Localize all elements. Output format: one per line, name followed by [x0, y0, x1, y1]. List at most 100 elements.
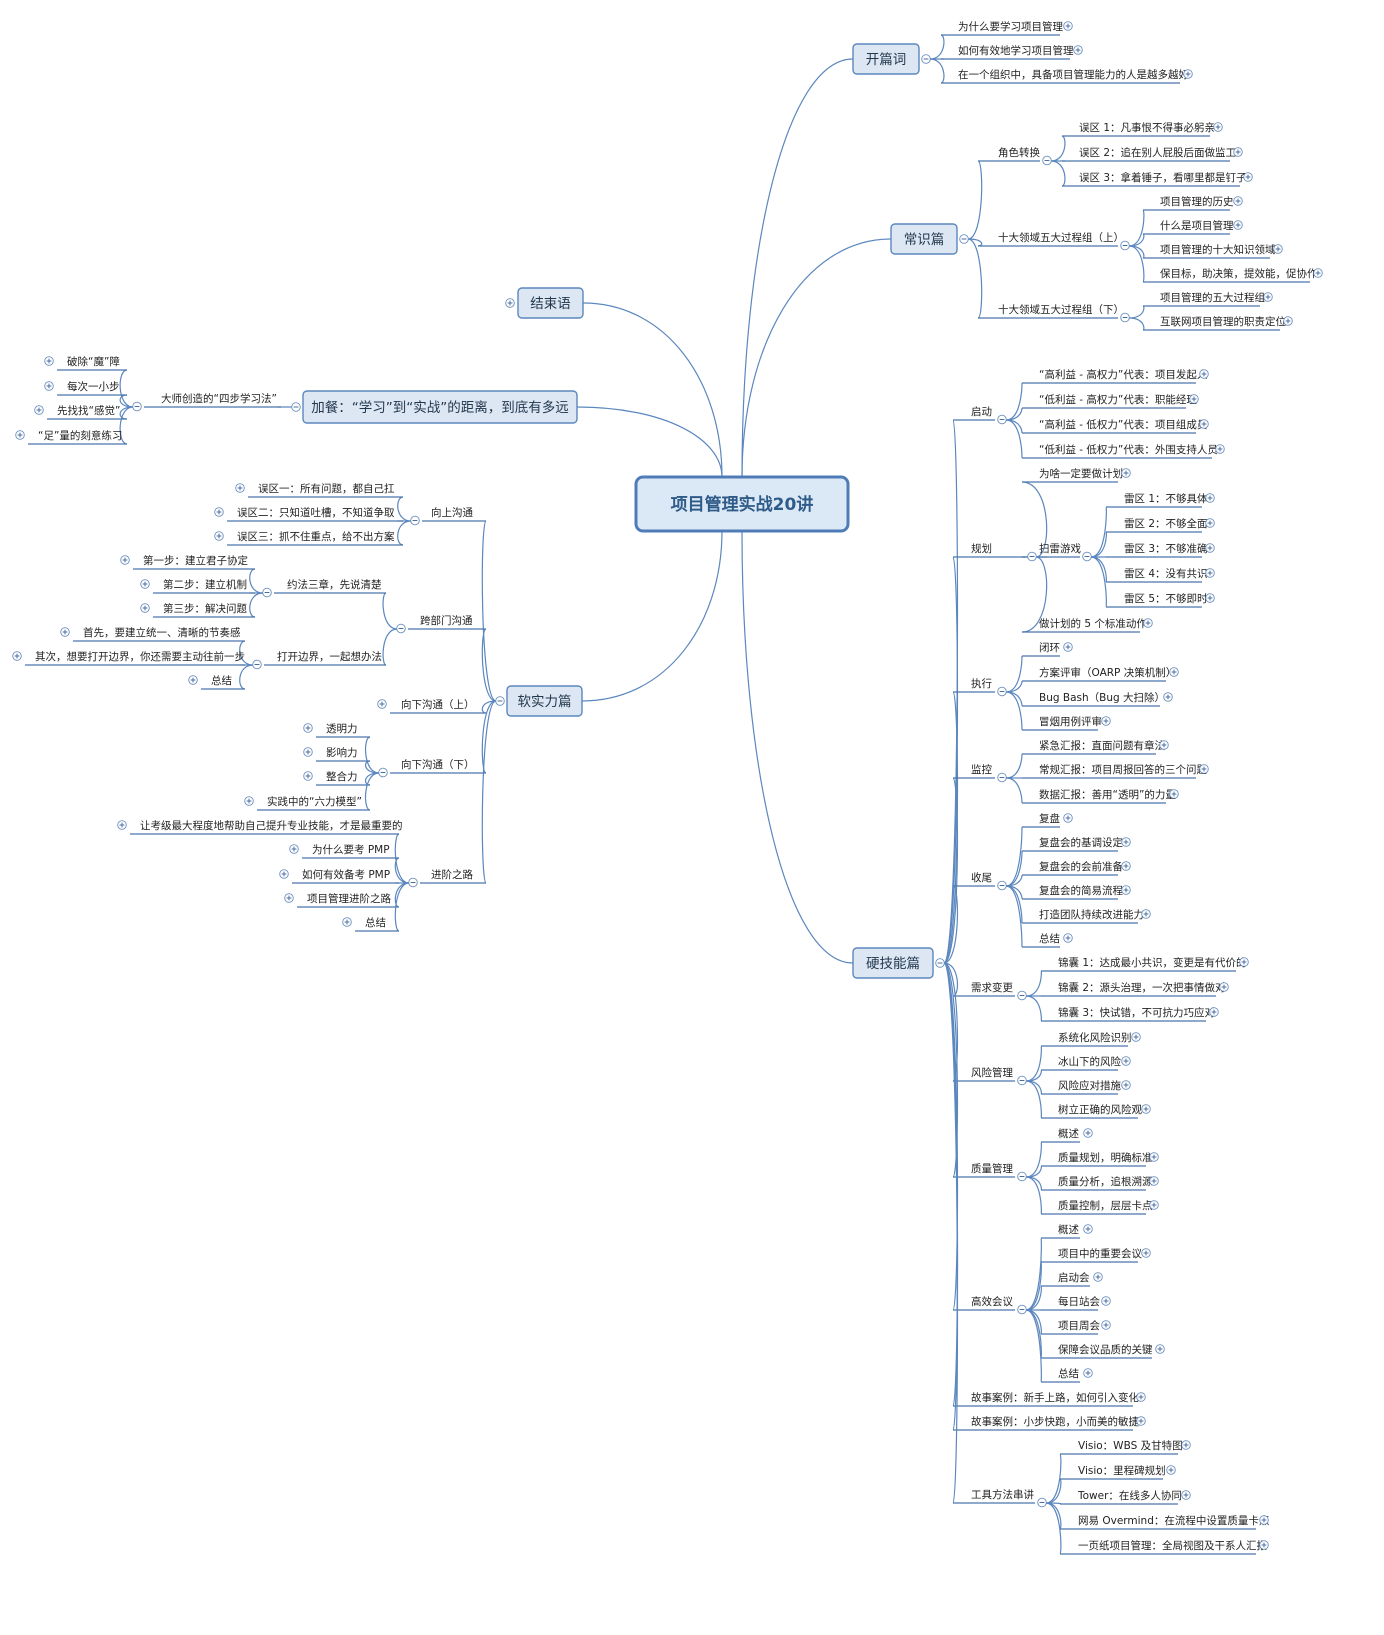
expand-toggle[interactable] [289, 844, 299, 854]
expand-toggle[interactable] [1313, 268, 1323, 278]
collapse-toggle[interactable] [1017, 1075, 1027, 1086]
collapse-toggle[interactable] [997, 414, 1007, 425]
expand-toggle[interactable] [15, 430, 25, 440]
expand-toggle[interactable] [1199, 419, 1209, 429]
expand-toggle[interactable] [1141, 909, 1151, 919]
expand-toggle[interactable] [1121, 861, 1131, 871]
expand-toggle[interactable] [377, 699, 387, 709]
expand-toggle[interactable] [1169, 789, 1179, 799]
expand-toggle[interactable] [1149, 1152, 1159, 1162]
expand-toggle[interactable] [44, 381, 54, 391]
expand-toggle[interactable] [284, 893, 294, 903]
expand-toggle[interactable] [214, 507, 224, 517]
collapse-toggle[interactable] [378, 767, 388, 778]
collapse-toggle[interactable] [291, 402, 301, 412]
expand-toggle[interactable] [1199, 764, 1209, 774]
expand-toggle[interactable] [1083, 1368, 1093, 1378]
expand-toggle[interactable] [342, 917, 352, 927]
expand-toggle[interactable] [120, 555, 130, 565]
expand-toggle[interactable] [303, 747, 313, 757]
expand-toggle[interactable] [140, 603, 150, 613]
expand-toggle[interactable] [1063, 642, 1073, 652]
expand-toggle[interactable] [1093, 1272, 1103, 1282]
collapse-toggle[interactable] [1082, 551, 1092, 562]
collapse-toggle[interactable] [1120, 240, 1130, 251]
expand-toggle[interactable] [1159, 740, 1169, 750]
collapse-toggle[interactable] [410, 515, 420, 526]
expand-toggle[interactable] [1136, 1392, 1146, 1402]
expand-toggle[interactable] [1205, 543, 1215, 553]
expand-toggle[interactable] [1205, 593, 1215, 603]
expand-toggle[interactable] [1181, 1440, 1191, 1450]
expand-toggle[interactable] [1155, 1344, 1165, 1354]
expand-toggle[interactable] [303, 771, 313, 781]
expand-toggle[interactable] [1181, 1490, 1191, 1500]
expand-toggle[interactable] [1149, 1176, 1159, 1186]
expand-toggle[interactable] [1101, 1320, 1111, 1330]
expand-toggle[interactable] [1149, 1200, 1159, 1210]
expand-toggle[interactable] [1205, 568, 1215, 578]
expand-toggle[interactable] [1215, 444, 1225, 454]
collapse-toggle[interactable] [1017, 1304, 1027, 1315]
expand-toggle[interactable] [1083, 1128, 1093, 1138]
expand-toggle[interactable] [1189, 394, 1199, 404]
expand-toggle[interactable] [1205, 493, 1215, 503]
expand-toggle[interactable] [12, 651, 22, 661]
branch-kaipian[interactable]: 开篇词 [852, 43, 920, 75]
collapse-toggle[interactable] [959, 234, 969, 244]
expand-toggle[interactable] [1121, 468, 1131, 478]
expand-toggle[interactable] [1073, 45, 1083, 55]
expand-toggle[interactable] [1063, 933, 1073, 943]
expand-toggle[interactable] [1263, 292, 1273, 302]
expand-toggle[interactable] [60, 627, 70, 637]
collapse-toggle[interactable] [262, 587, 272, 598]
branch-jieshu[interactable]: 结束语 [517, 287, 584, 319]
branch-ruanshili[interactable]: 软实力篇 [506, 685, 583, 717]
expand-toggle[interactable] [1131, 1032, 1141, 1042]
branch-jiacan[interactable]: 加餐：“学习”到“实战”的距离，到底有多远 [302, 390, 578, 424]
expand-toggle[interactable] [1213, 122, 1223, 132]
expand-toggle[interactable] [1121, 1080, 1131, 1090]
collapse-toggle[interactable] [132, 401, 142, 412]
expand-toggle[interactable] [34, 405, 44, 415]
collapse-toggle[interactable] [396, 623, 406, 634]
collapse-toggle[interactable] [935, 958, 945, 968]
expand-toggle[interactable] [1141, 1104, 1151, 1114]
expand-toggle[interactable] [1183, 69, 1193, 79]
expand-toggle[interactable] [44, 356, 54, 366]
expand-toggle[interactable] [1083, 1224, 1093, 1234]
collapse-toggle[interactable] [997, 772, 1007, 783]
collapse-toggle[interactable] [1017, 990, 1027, 1001]
expand-toggle[interactable] [1163, 692, 1173, 702]
expand-toggle[interactable] [1063, 21, 1073, 31]
root-topic[interactable]: 项目管理实战20讲 [634, 475, 850, 533]
expand-toggle[interactable] [1169, 667, 1179, 677]
expand-toggle[interactable] [1283, 316, 1293, 326]
expand-toggle[interactable] [303, 723, 313, 733]
expand-toggle[interactable] [279, 869, 289, 879]
expand-toggle[interactable] [1063, 813, 1073, 823]
branch-yingjineng[interactable]: 硬技能篇 [852, 947, 934, 979]
expand-toggle[interactable] [1121, 1056, 1131, 1066]
collapse-toggle[interactable] [997, 686, 1007, 697]
expand-toggle[interactable] [1273, 244, 1283, 254]
collapse-toggle[interactable] [1042, 155, 1052, 166]
collapse-toggle[interactable] [997, 880, 1007, 891]
expand-toggle[interactable] [235, 483, 245, 493]
expand-toggle[interactable] [188, 675, 198, 685]
expand-toggle[interactable] [1166, 1465, 1176, 1475]
expand-toggle[interactable] [1233, 196, 1243, 206]
collapse-toggle[interactable] [1017, 1171, 1027, 1182]
expand-toggle[interactable] [1136, 1416, 1146, 1426]
expand-toggle[interactable] [1219, 982, 1229, 992]
collapse-toggle[interactable] [1120, 312, 1130, 323]
expand-toggle[interactable] [1239, 957, 1249, 967]
expand-toggle[interactable] [1205, 518, 1215, 528]
expand-toggle[interactable] [214, 531, 224, 541]
collapse-toggle[interactable] [921, 54, 931, 64]
expand-toggle[interactable] [1121, 837, 1131, 847]
expand-toggle[interactable] [140, 579, 150, 589]
expand-toggle[interactable] [244, 796, 254, 806]
expand-toggle[interactable] [505, 298, 515, 308]
expand-toggle[interactable] [1143, 618, 1153, 628]
